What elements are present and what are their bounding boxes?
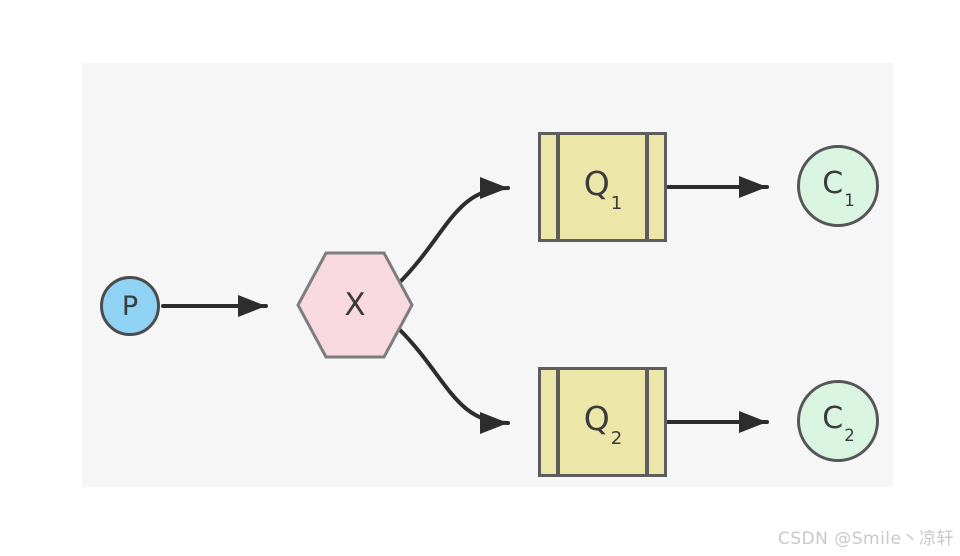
producer-label: P (121, 290, 139, 322)
consumer2-label: C2 (822, 400, 855, 445)
queue2-label: Q2 (583, 399, 623, 450)
hexagon-outline (296, 251, 414, 359)
csdn-watermark: CSDN @Smile丶凉轩 (777, 529, 954, 549)
queue2-node[interactable]: Q2 (538, 367, 667, 477)
queue2-left-bar (556, 370, 560, 474)
queue1-label: Q1 (583, 164, 623, 215)
queue1-subscript: 1 (610, 193, 623, 215)
queue1-node[interactable]: Q1 (538, 132, 667, 242)
queue1-left-bar (556, 135, 560, 239)
exchange-label: X (344, 286, 366, 323)
queue1-right-bar (645, 135, 649, 239)
queue2-right-bar (645, 370, 649, 474)
queue2-subscript: 2 (610, 428, 623, 450)
exchange-node[interactable]: X (296, 251, 414, 359)
consumer1-label: C1 (822, 165, 855, 210)
consumer2-subscript: 2 (844, 425, 855, 445)
hexagon-shape (296, 251, 414, 359)
diagram-canvas (82, 63, 893, 487)
consumer1-node[interactable]: C1 (797, 145, 879, 227)
producer-node[interactable]: P (100, 276, 160, 336)
consumer1-subscript: 1 (844, 190, 855, 210)
consumer2-node[interactable]: C2 (797, 380, 879, 462)
